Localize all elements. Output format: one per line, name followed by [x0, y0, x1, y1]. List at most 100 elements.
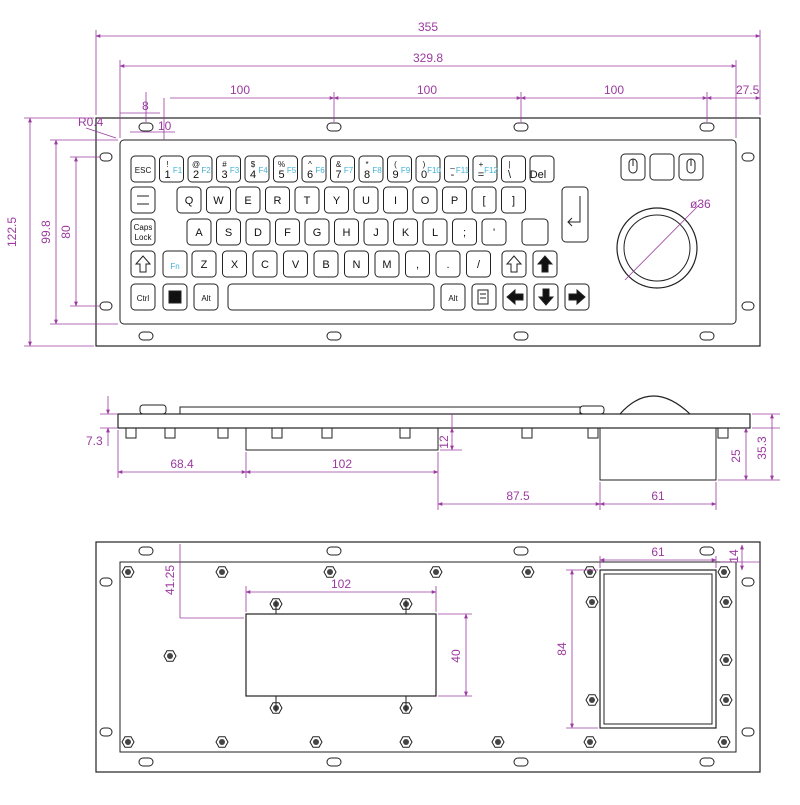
key-label-Q: Q	[185, 195, 194, 207]
key-label-row4-0: Z	[201, 259, 208, 271]
key-label-row4-8: .	[446, 259, 449, 271]
nut-hole	[723, 697, 729, 703]
key-fn-label: F6	[315, 166, 325, 175]
dim-offset-to-trackball: 87.5	[506, 489, 530, 503]
key-row3-5	[334, 218, 359, 246]
key-main-label: 3	[221, 169, 227, 181]
enter-icon	[567, 196, 581, 227]
key-label-row4-4: B	[322, 259, 329, 271]
key-top-label: |	[508, 160, 510, 169]
side-trackball-module	[599, 427, 717, 481]
key-label-row4-7: ,	[416, 259, 419, 271]
dim-corner-radius: R0.4	[78, 115, 104, 129]
key-top-label: !	[166, 160, 168, 169]
bottom-dimensions	[179, 544, 760, 729]
dim-trackball-top-offset: 14	[727, 549, 741, 563]
key-row1-6	[301, 155, 327, 183]
key-]	[501, 186, 526, 214]
key-row1-1	[159, 155, 184, 183]
key-main-label: 1	[164, 169, 170, 181]
nut-icon	[399, 736, 413, 748]
key-top-label: $	[251, 160, 256, 169]
key-row4-0	[191, 250, 217, 278]
key-top-label: @	[192, 160, 200, 169]
nut-icon	[163, 650, 177, 662]
dim-pcb-depth: 12	[437, 435, 451, 449]
nut-icon	[215, 566, 229, 578]
nut-hole	[433, 569, 439, 575]
key-label-row3-9: ;	[463, 227, 466, 239]
bottom-view: 41.25 102 40 61 14 84	[95, 541, 761, 773]
nut-icon	[121, 566, 135, 578]
nut-icon	[399, 598, 413, 610]
key-U	[353, 186, 379, 214]
trackball: ø36	[616, 197, 711, 289]
middle-mouse-button	[649, 153, 675, 181]
key-row4-8	[435, 250, 461, 278]
key-arrow-right	[564, 283, 590, 311]
tab-icon	[137, 195, 149, 205]
nut-hole	[721, 739, 727, 745]
bottom-nuts	[121, 566, 733, 748]
key-row3-4	[304, 218, 330, 246]
key-row4-7	[405, 250, 430, 278]
key-main-label: 9	[392, 169, 398, 181]
nut-hole	[525, 569, 531, 575]
key-fn-label: F4	[258, 166, 268, 175]
key-row1-7	[330, 155, 355, 183]
left-mouse-button-icon	[620, 153, 646, 181]
key-fn-label: F2	[201, 166, 211, 175]
key-main-label: Del	[530, 169, 547, 181]
key-fn-label: F9	[401, 166, 411, 175]
top-panel-outline	[95, 117, 761, 347]
key-row4-6	[374, 250, 400, 278]
key-row4-2	[252, 250, 278, 278]
key-top-label: %	[278, 160, 285, 169]
key-space	[227, 283, 435, 311]
key-label-row3-2: D	[254, 227, 262, 239]
key-label-row3-10: '	[493, 227, 495, 239]
windows-icon	[168, 290, 182, 304]
arrow-down-icon	[537, 288, 555, 306]
key-label-row4-3: V	[292, 259, 300, 271]
key-fn-label: F12	[484, 166, 498, 175]
nut-hole	[167, 653, 173, 659]
key-label-row3-3: F	[284, 227, 291, 239]
key-fn-label: F5	[287, 166, 297, 175]
key-row1-5	[273, 155, 298, 183]
key-I	[383, 186, 408, 214]
key-T	[294, 186, 320, 214]
key-blank	[521, 218, 549, 246]
nut-icon	[269, 598, 283, 610]
dim-hole-pitch-1: 100	[230, 83, 250, 97]
key-fn-label: F3	[230, 166, 240, 175]
key-label-O: O	[421, 195, 430, 207]
arrow-up-icon	[536, 255, 554, 273]
key-row1-12	[472, 155, 498, 183]
key-row1-11	[444, 155, 469, 183]
key-caps-top: Caps	[134, 223, 153, 232]
nut-icon	[717, 566, 731, 578]
key-label-P: P	[451, 195, 458, 207]
key-row3-8	[422, 218, 448, 246]
key-label-row3-4: G	[313, 227, 322, 239]
nut-icon	[215, 736, 229, 748]
key-top-label: ^	[308, 160, 312, 169]
key-fn	[162, 250, 188, 278]
nut-hole	[495, 739, 501, 745]
key-ctrl	[130, 283, 156, 311]
dim-overall-height: 122.5	[5, 217, 19, 247]
key-top-label: +	[479, 160, 484, 169]
dim-side-pcb-width: 102	[332, 457, 352, 471]
side-pcb-block	[245, 427, 439, 451]
dim-overall-width: 355	[418, 20, 438, 34]
nut-icon	[429, 566, 443, 578]
key-main-label: -	[451, 169, 455, 181]
nut-hole	[219, 739, 225, 745]
dim-pcb-height: 40	[449, 649, 463, 663]
key-O	[412, 186, 438, 214]
nut-icon	[717, 736, 731, 748]
key-label-U: U	[362, 195, 370, 207]
key-main-label: 6	[307, 169, 313, 181]
